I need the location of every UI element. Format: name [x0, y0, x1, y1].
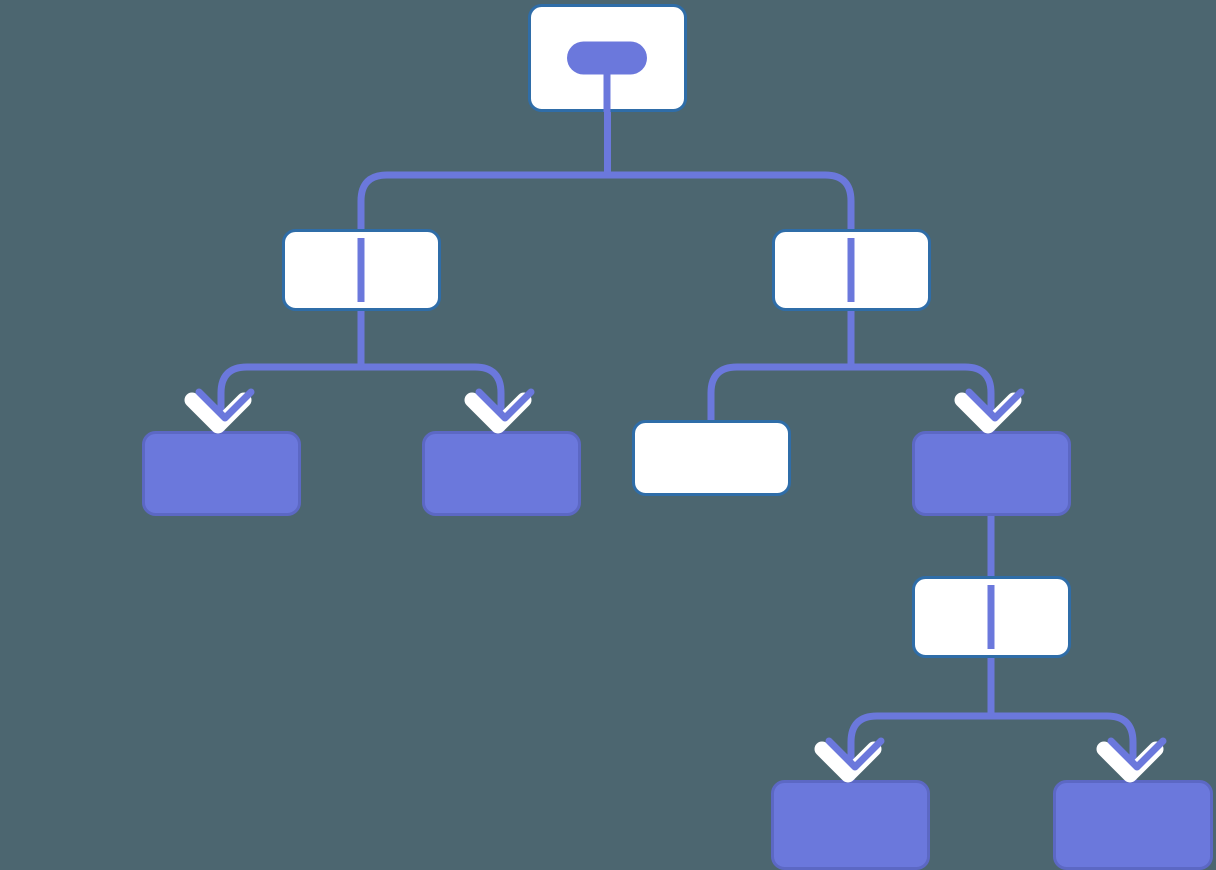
node-l1-right[interactable]: [772, 229, 931, 311]
arrowhead-purple-chevron: [475, 388, 535, 422]
connector-bus3-d: [851, 363, 995, 440]
node-layer: [142, 4, 1213, 870]
connector-bus3-c: [707, 363, 851, 424]
connector-bus4-a: [847, 712, 991, 789]
node-l1-left[interactable]: [282, 229, 441, 311]
node-l2-d[interactable]: [912, 431, 1071, 516]
connector-layer: [217, 108, 1137, 789]
arrowhead-purple-chevron: [1107, 737, 1167, 771]
arrowhead-purple-chevron: [965, 388, 1025, 422]
node-body[interactable]: [632, 420, 791, 496]
connector-bus1-right: [607, 171, 855, 233]
node-body[interactable]: [142, 431, 301, 516]
node-body[interactable]: [912, 431, 1071, 516]
connector-bus2-a: [217, 363, 361, 440]
arrowhead-purple-chevron: [195, 388, 255, 422]
node-l2-c[interactable]: [632, 420, 791, 496]
node-body[interactable]: [422, 431, 581, 516]
node-body[interactable]: [771, 780, 930, 870]
node-l3[interactable]: [912, 576, 1071, 658]
node-l4-a[interactable]: [771, 780, 930, 870]
node-pill-badge: [567, 41, 647, 75]
node-l4-b[interactable]: [1053, 780, 1213, 870]
node-l2-a[interactable]: [142, 431, 301, 516]
arrowhead-arrow-l4-b: [1096, 737, 1167, 783]
arrowhead-arrow-l2-b: [464, 388, 535, 434]
connector-bus1-left: [357, 171, 608, 233]
arrowhead-arrow-l4-a: [814, 737, 885, 783]
node-l2-b[interactable]: [422, 431, 581, 516]
arrowhead-arrow-l2-a: [184, 388, 255, 434]
connector-bus2-b: [361, 363, 505, 440]
arrowhead-purple-chevron: [825, 737, 885, 771]
node-body[interactable]: [1053, 780, 1213, 870]
arrowhead-arrow-l2-d: [954, 388, 1025, 434]
node-root[interactable]: [528, 4, 687, 113]
connector-bus4-b: [991, 712, 1137, 789]
arrowhead-layer: [184, 388, 1167, 783]
